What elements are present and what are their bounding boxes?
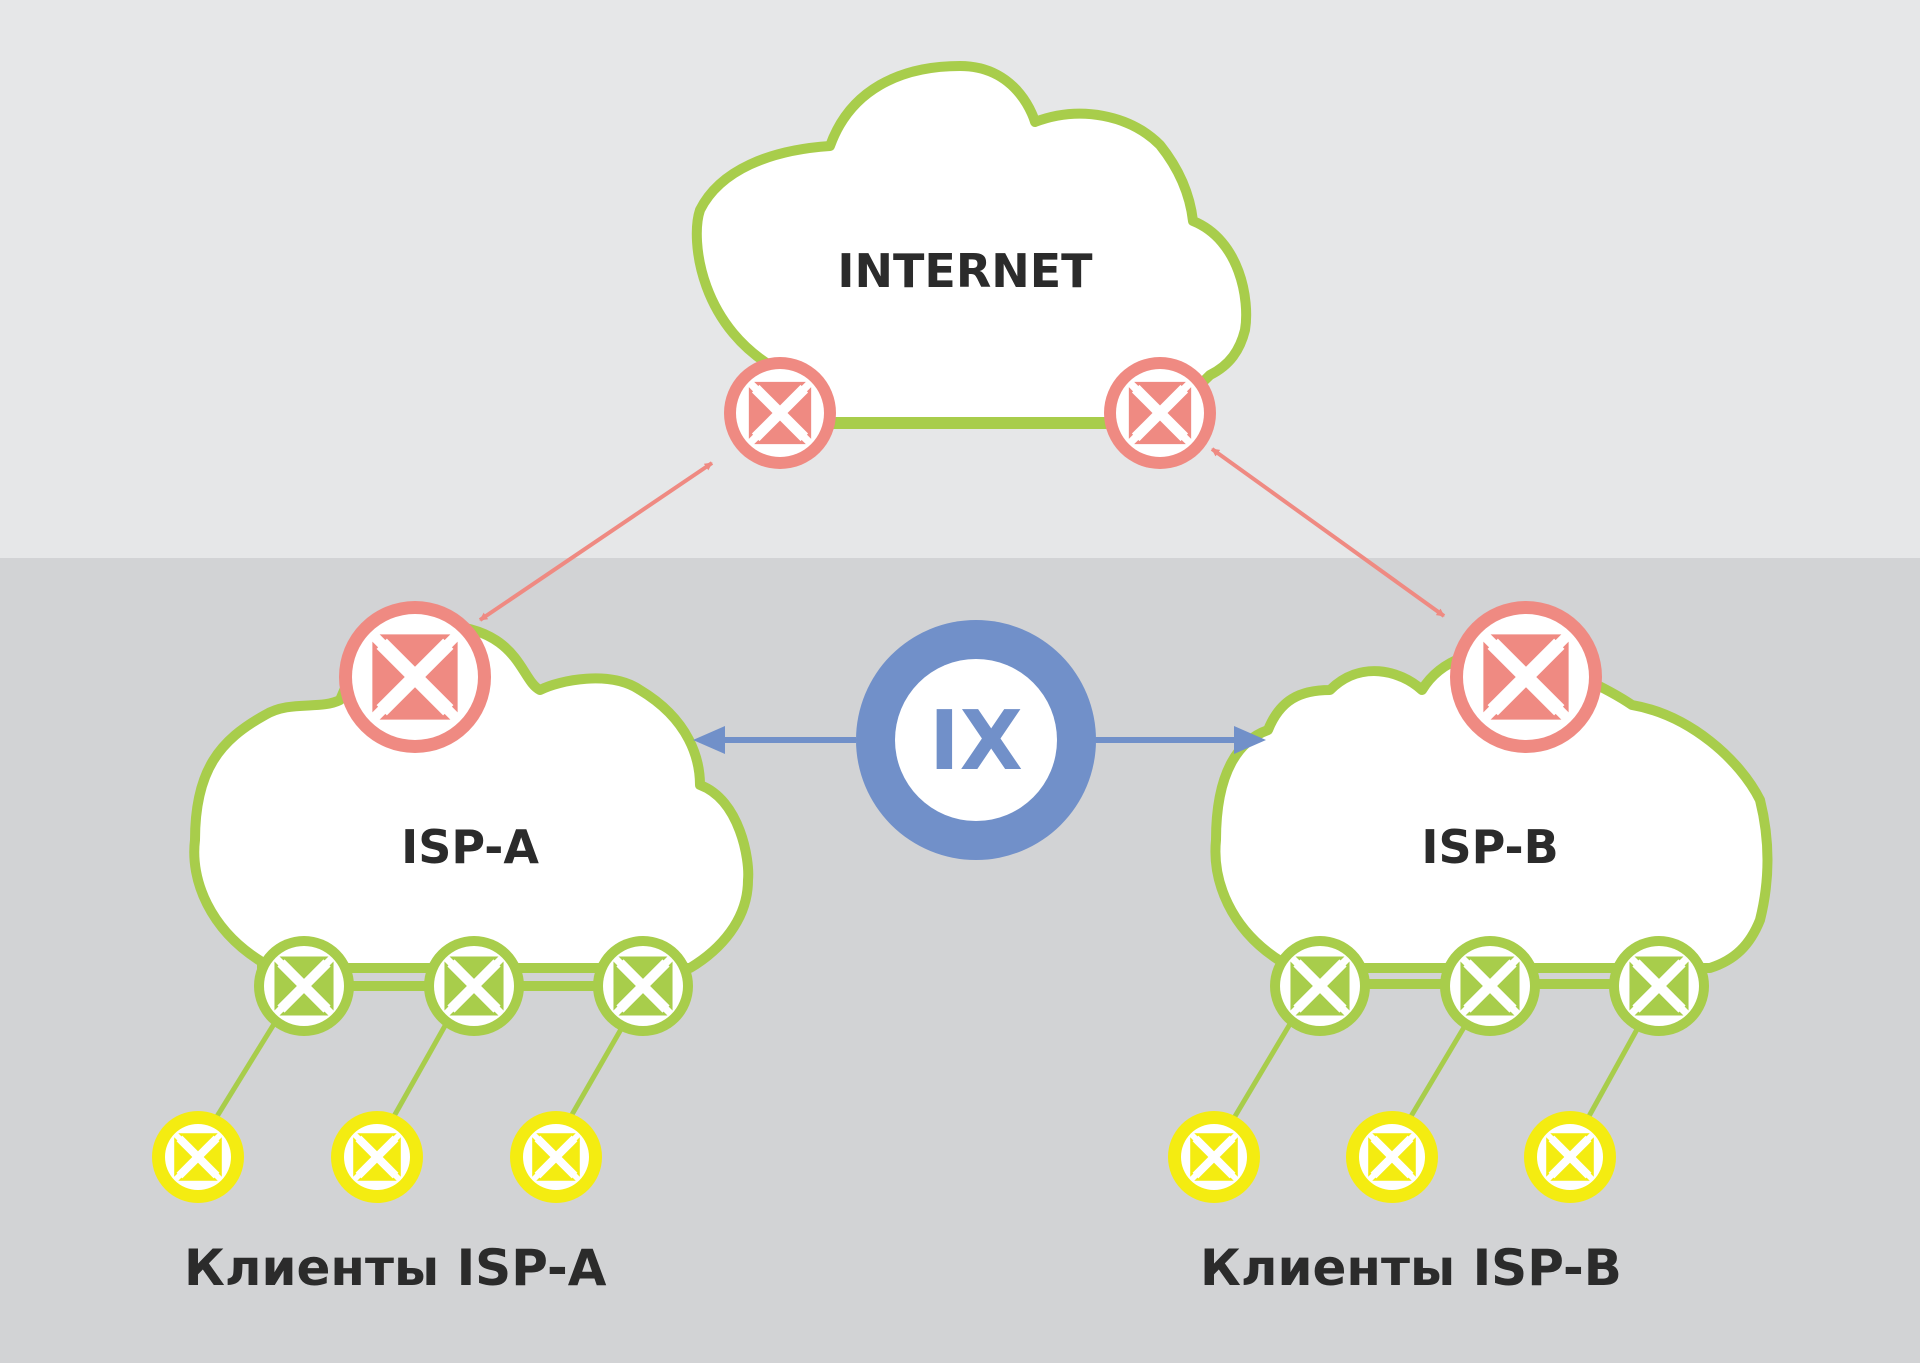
isp-a-client-links — [213, 1022, 627, 1120]
client-link-b3 — [1585, 1022, 1643, 1120]
link-internet-isp-a — [478, 461, 714, 622]
isp-a-border-router-icon — [339, 601, 491, 753]
arrowhead-ix-isp-a — [693, 726, 725, 754]
isp-a-cloud: ISP-A — [189, 620, 754, 991]
isp-b-client-3-icon — [1524, 1111, 1616, 1203]
isp-b-client-links — [1231, 1022, 1643, 1120]
isp-b-border-router-icon — [1450, 601, 1602, 753]
isp-a-access-router-3-icon — [593, 936, 693, 1036]
isp-a-client-2-icon — [331, 1111, 423, 1203]
isp-a-client-1-icon — [152, 1111, 244, 1203]
link-internet-isp-b — [1210, 447, 1446, 618]
ix-label: IX — [929, 694, 1023, 789]
client-link-b1 — [1231, 1022, 1293, 1120]
arrowhead-ix-isp-b — [1234, 726, 1266, 754]
ix-hub-icon: IX — [856, 620, 1096, 860]
isp-b-access-router-3-icon — [1609, 936, 1709, 1036]
client-link-a2 — [390, 1022, 449, 1120]
isp-a-client-3-icon — [510, 1111, 602, 1203]
internet-router-right-icon — [1104, 357, 1216, 469]
ix-links — [693, 726, 1266, 754]
clients-isp-a-caption: Клиенты ISP-A — [184, 1239, 607, 1297]
isp-a-access-router-2-icon — [424, 936, 524, 1036]
isp-a-cloud-label: ISP-A — [401, 820, 539, 874]
isp-b-client-1-icon — [1168, 1111, 1260, 1203]
clients-isp-b-caption: Клиенты ISP-B — [1200, 1239, 1622, 1297]
isp-b-access-router-2-icon — [1440, 936, 1540, 1036]
isp-a-access-router-1-icon — [254, 936, 354, 1036]
isp-b-client-2-icon — [1346, 1111, 1438, 1203]
client-link-b2 — [1407, 1022, 1469, 1120]
client-link-a3 — [567, 1022, 627, 1120]
internet-router-left-icon — [724, 357, 836, 469]
isp-b-cloud-label: ISP-B — [1421, 820, 1558, 874]
internet-cloud-label: INTERNET — [837, 244, 1093, 298]
client-link-a1 — [213, 1022, 277, 1120]
isp-b-access-router-1-icon — [1270, 936, 1370, 1036]
internet-cloud: INTERNET — [691, 61, 1252, 429]
